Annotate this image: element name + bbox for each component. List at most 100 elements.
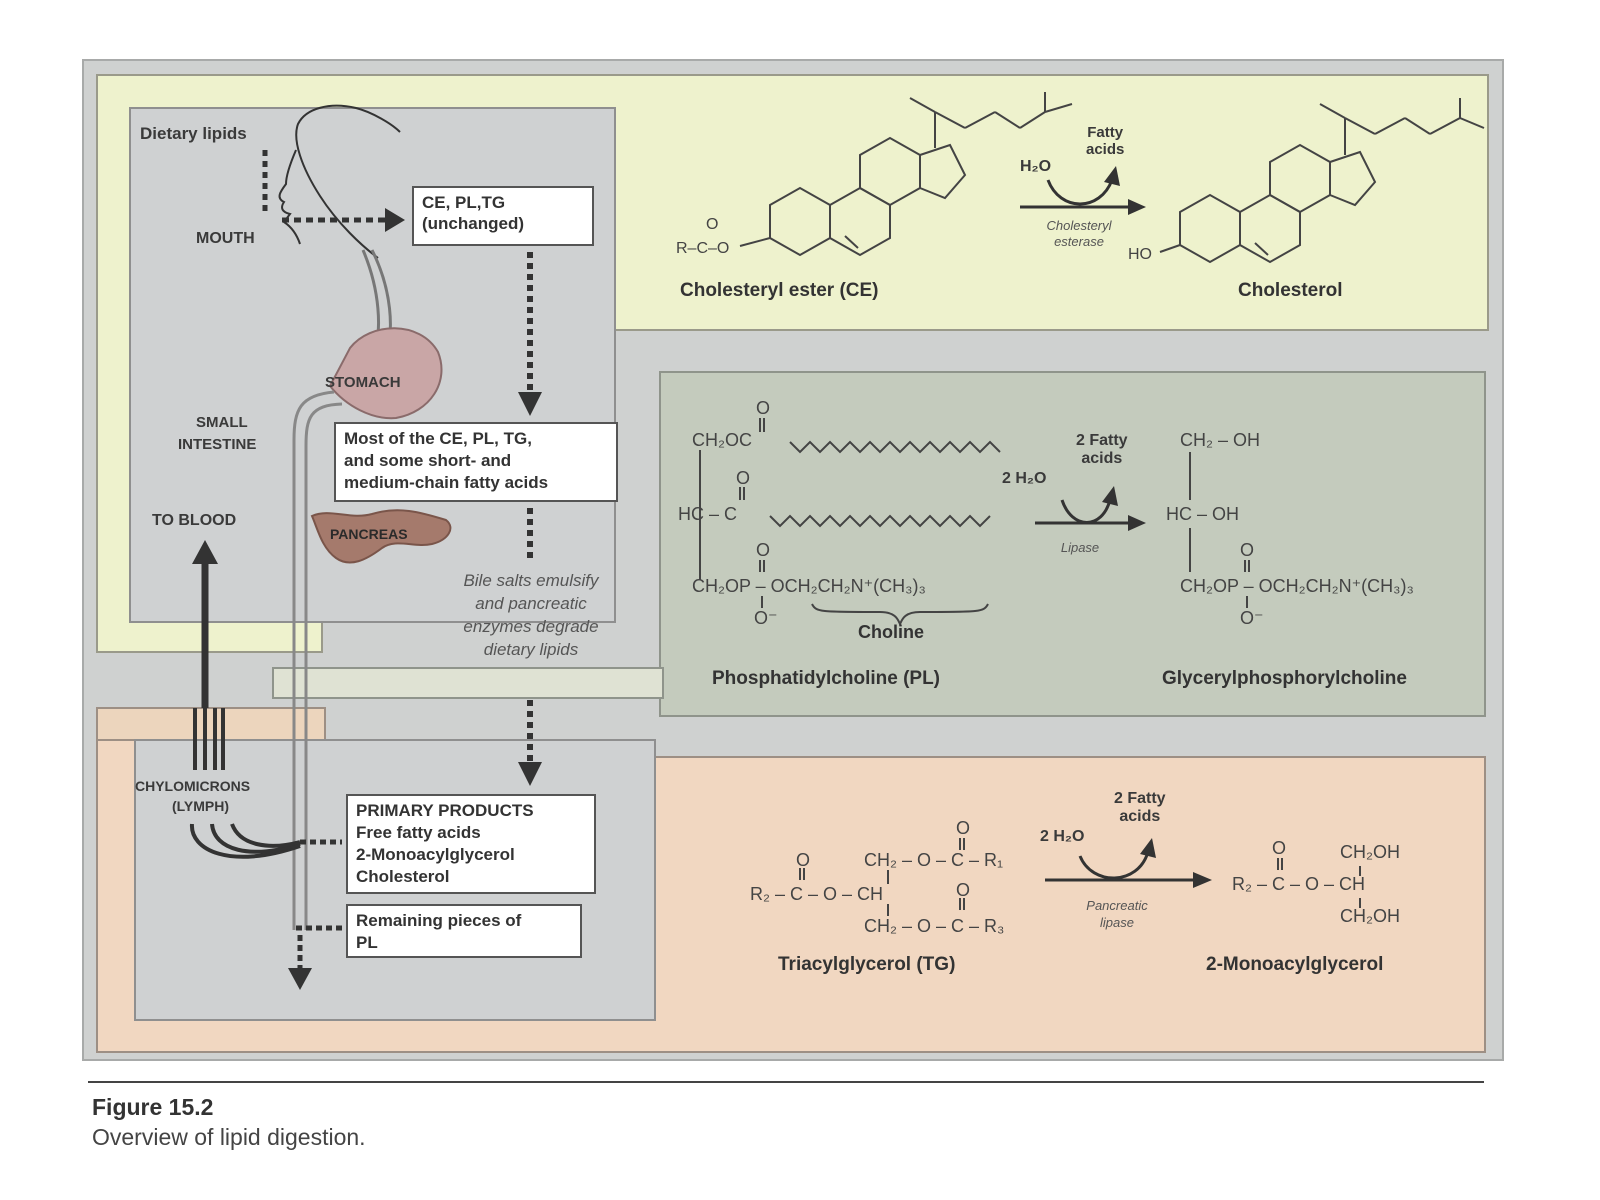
unchanged-line-1: CE, PL,TG bbox=[422, 193, 506, 212]
bile-note: Bile salts emulsify and pancreatic enzym… bbox=[426, 570, 636, 662]
green-connector bbox=[272, 667, 664, 699]
ce-released-line-1: Fatty bbox=[1087, 124, 1124, 141]
pl-reactant-bonds bbox=[699, 418, 1001, 627]
products-line-3: 2-Monoacylglycerol bbox=[356, 845, 515, 865]
cholesteryl-ester-structure bbox=[739, 92, 1073, 257]
pl-released-line-1: 2 Fatty bbox=[1076, 432, 1128, 449]
tg-o-low: O bbox=[956, 880, 971, 900]
stomach-label: STOMACH bbox=[325, 374, 401, 391]
tg-product-row-2: R₂ – C – O – CH bbox=[1232, 874, 1366, 894]
tg-o-top: O bbox=[956, 818, 971, 838]
ce-enzyme-line-2: esterase bbox=[1054, 233, 1104, 249]
pl-product-row-2: HC – OH bbox=[1166, 504, 1240, 524]
ce-release-arrow bbox=[1046, 179, 1114, 206]
pl-release-arrow bbox=[1060, 499, 1112, 524]
tg-enzyme-line-1: Pancreatic bbox=[1086, 898, 1148, 913]
primary-products-box: PRIMARY PRODUCTS Free fatty acids 2-Mono… bbox=[346, 794, 596, 894]
small-intestine-label-1: SMALL bbox=[196, 414, 248, 431]
pl-product-name: Glycerylphosphorylcholine bbox=[1162, 668, 1407, 689]
pl-o-minus: O⁻ bbox=[754, 608, 778, 628]
pl-enzyme-label: Lipase bbox=[1060, 540, 1100, 555]
unchanged-box: CE, PL,TG (unchanged) bbox=[412, 186, 594, 246]
pl-product-o-minus: O⁻ bbox=[1240, 608, 1264, 628]
tg-release-arrow bbox=[1078, 851, 1150, 880]
products-line-2: Free fatty acids bbox=[356, 823, 481, 843]
products-line-4: Cholesterol bbox=[356, 867, 450, 887]
ce-ester-o: O bbox=[706, 216, 719, 233]
tg-released-label: 2 Fatty acids bbox=[1114, 790, 1166, 827]
pl-reactant-name: Phosphatidylcholine (PL) bbox=[712, 668, 941, 689]
most-lipids-box: Most of the CE, PL, TG, and some short- … bbox=[334, 422, 618, 502]
pl-reactant-row-3: CH₂OP – OCH₂CH₂N⁺(CH₃)₃ bbox=[692, 576, 926, 596]
tg-product-o: O bbox=[1272, 838, 1287, 858]
bile-line-1: Bile salts emulsify bbox=[463, 571, 599, 590]
ce-enzyme-line-1: Cholesteryl bbox=[1046, 218, 1112, 233]
pl-product-bonds bbox=[1189, 452, 1250, 608]
pl-product-row-1: CH₂ – OH bbox=[1180, 430, 1260, 450]
face-icon bbox=[278, 149, 301, 245]
tg-released-line-2: acids bbox=[1119, 808, 1161, 826]
tg-reactant-row-2: R₂ – C – O – CH bbox=[750, 884, 884, 904]
tg-product-row-1: CH₂OH bbox=[1340, 842, 1400, 862]
ce-reactant-name: Cholesteryl ester (CE) bbox=[680, 280, 879, 301]
tg-reactant-name: Triacylglycerol (TG) bbox=[778, 954, 956, 975]
green-panel bbox=[659, 371, 1486, 717]
bile-line-2: and pancreatic bbox=[475, 593, 587, 613]
pl-reactant-row-2: HC – C bbox=[678, 504, 738, 524]
tg-reactant-row-3: CH₂ – O – C – R₃ bbox=[864, 916, 1005, 936]
tg-bonds bbox=[799, 838, 1361, 916]
cholesterol-structure bbox=[1159, 98, 1485, 264]
ce-ester-group: R–C–O bbox=[676, 240, 730, 257]
ce-product-name: Cholesterol bbox=[1238, 280, 1343, 301]
pl-released-line-2: acids bbox=[1081, 450, 1123, 468]
unchanged-line-2: (unchanged) bbox=[422, 214, 524, 234]
tg-enzyme-label: Pancreatic lipase bbox=[1062, 898, 1172, 932]
bile-line-4: dietary lipids bbox=[483, 639, 579, 659]
stomach-icon bbox=[328, 327, 443, 420]
pl-released-label: 2 Fatty acids bbox=[1076, 432, 1128, 469]
pl-product-o: O bbox=[1240, 540, 1255, 560]
tg-released-line-1: 2 Fatty bbox=[1114, 790, 1166, 807]
chylomicron-curves bbox=[189, 823, 301, 859]
chylomicrons-label-2: (LYMPH) bbox=[172, 798, 230, 814]
most-line-3: medium-chain fatty acids bbox=[344, 473, 549, 493]
tg-reactant-row-1: CH₂ – O – C – R₁ bbox=[864, 850, 1004, 870]
pl-o-mid: O bbox=[736, 468, 751, 488]
tg-product-row-3: CH₂OH bbox=[1340, 906, 1400, 926]
head-profile-icon bbox=[295, 104, 401, 259]
tg-product-name: 2-Monoacylglycerol bbox=[1206, 954, 1384, 975]
pancreas-icon bbox=[310, 509, 452, 564]
most-line-2: and some short- and bbox=[344, 451, 512, 471]
remaining-pl-box: Remaining pieces of PL bbox=[346, 904, 582, 958]
products-line-1: PRIMARY PRODUCTS bbox=[356, 801, 534, 820]
ce-released-line-2: acids bbox=[1086, 141, 1125, 159]
to-blood-label: TO BLOOD bbox=[152, 512, 237, 529]
tg-enzyme-line-2: lipase bbox=[1100, 914, 1134, 930]
pl-o-low: O bbox=[756, 540, 771, 560]
chylomicrons-label-1: CHYLOMICRONS bbox=[135, 778, 251, 794]
dietary-lipids-label: Dietary lipids bbox=[140, 124, 247, 143]
most-line-1: Most of the CE, PL, TG, bbox=[344, 429, 532, 448]
fatty-acid-chain-2 bbox=[769, 514, 991, 528]
bile-line-3: enzymes degrade bbox=[463, 616, 599, 636]
tg-water-label: 2 H₂O bbox=[1040, 828, 1085, 845]
pl-water-label: 2 H₂O bbox=[1002, 470, 1047, 487]
remaining-line-1: Remaining pieces of bbox=[356, 911, 522, 930]
small-intestine-label-2: INTESTINE bbox=[178, 436, 257, 453]
ce-enzyme-label: Cholesteryl esterase bbox=[1024, 218, 1134, 249]
ce-water-label: H₂O bbox=[1020, 158, 1052, 175]
figure-number: Figure 15.2 bbox=[92, 1094, 214, 1120]
remaining-line-2: PL bbox=[356, 933, 378, 953]
figure-caption: Overview of lipid digestion. bbox=[92, 1124, 366, 1150]
pancreas-label: PANCREAS bbox=[330, 526, 408, 542]
choline-label: Choline bbox=[858, 622, 924, 642]
pl-o-top: O bbox=[756, 398, 771, 418]
pl-product-row-3: CH₂OP – OCH₂CH₂N⁺(CH₃)₃ bbox=[1180, 576, 1414, 596]
cholesterol-ho: HO bbox=[1128, 246, 1152, 263]
pl-reactant-row-1: CH₂OC bbox=[692, 430, 752, 450]
tg-o-left: O bbox=[796, 850, 811, 870]
